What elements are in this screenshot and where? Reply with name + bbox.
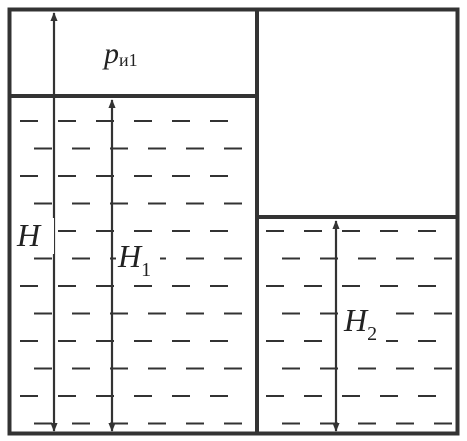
- H1-label: H1: [117, 238, 151, 281]
- liquid-dashes: [20, 120, 452, 425]
- H-label-bg: [14, 218, 54, 254]
- vessel-outer-wall: [7, 7, 460, 436]
- H2-label: H2: [343, 302, 377, 345]
- H2-label-bg: [342, 304, 386, 346]
- H-label: H: [16, 217, 42, 253]
- H1-label-bg: [116, 238, 160, 282]
- gauge-pressure-label: pи1: [102, 37, 138, 70]
